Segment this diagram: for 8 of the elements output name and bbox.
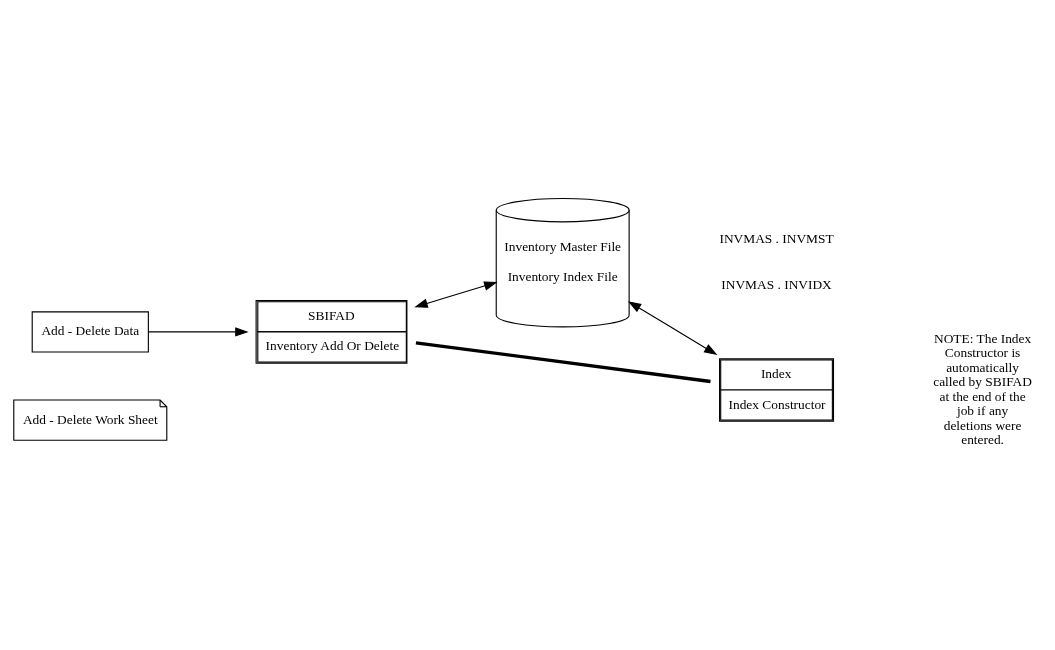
arrow <box>627 300 718 355</box>
arrow <box>414 280 498 308</box>
node-box: Add - Delete Data <box>31 310 149 353</box>
connector <box>415 340 711 383</box>
label: NOTE: The Index Constructor is automatically called by SBIFAD at the end of the job if any deletions were entered. <box>933 330 1032 447</box>
node-label: INVMAS . INVMST <box>719 230 834 246</box>
node-label: INVMAS . INVIDX <box>721 276 832 292</box>
arrow <box>148 326 249 337</box>
